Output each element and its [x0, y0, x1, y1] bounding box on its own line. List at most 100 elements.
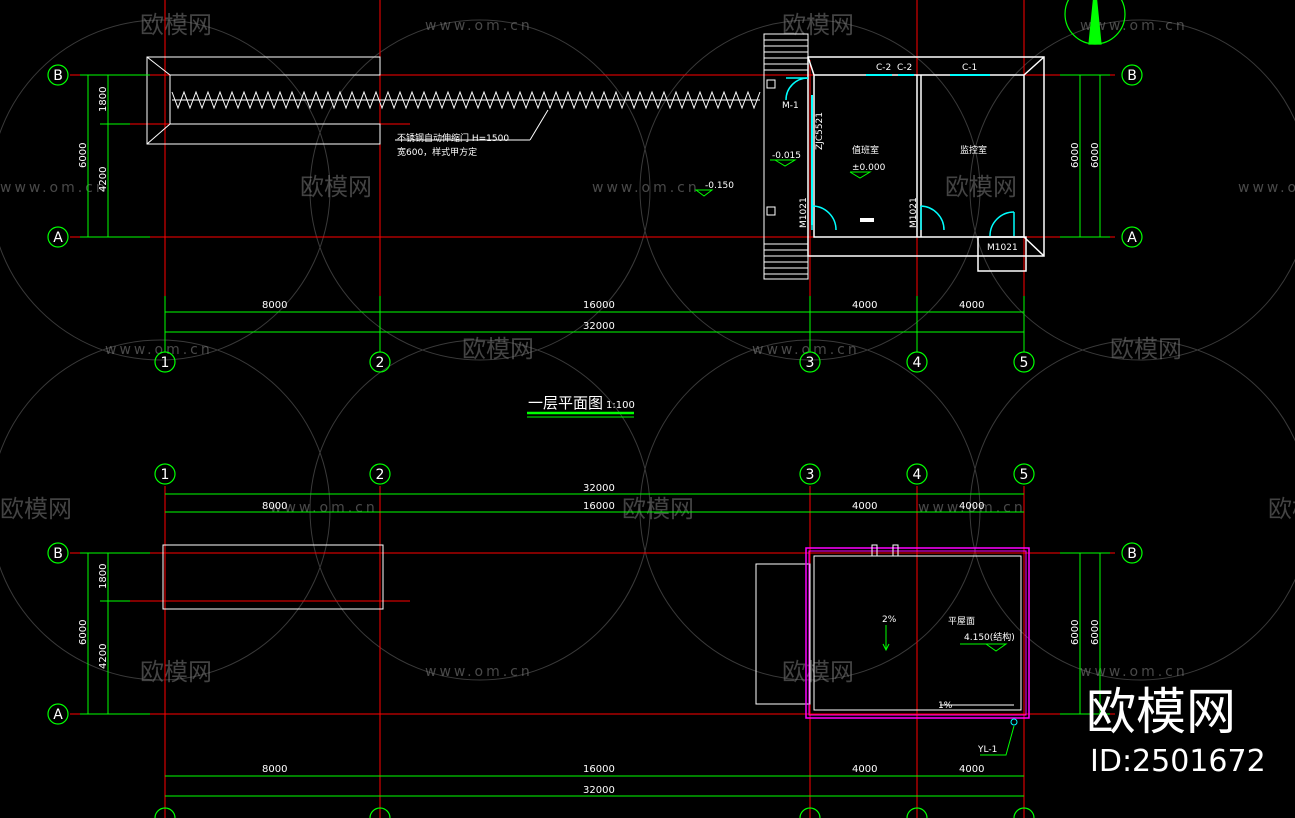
dim-bottom-total: 32000 [583, 785, 615, 796]
watermark-brand: 欧模网 [140, 658, 212, 686]
axis-label-b-right: B [1127, 546, 1137, 562]
dim-top-4: 4000 [959, 501, 984, 512]
window-c2b-label: C-2 [897, 63, 912, 73]
canopy [755, 563, 811, 705]
gate-box [162, 544, 384, 610]
dim-bottom-2: 16000 [583, 764, 615, 775]
window-c1-label: C-1 [962, 63, 977, 73]
watermark-url: www.om.cn [105, 342, 213, 358]
door-m1021-c: M1021 [987, 243, 1018, 253]
elevation-markers [695, 159, 872, 197]
watermark-url: www.om.cn [1080, 18, 1188, 34]
axis-label-5: 5 [1020, 355, 1029, 371]
slope-main: 2% [882, 615, 897, 625]
gate-note-line1: 不锈钢自动伸缩门 H=1500 [397, 132, 509, 144]
dim-bottom-3: 4000 [852, 300, 877, 311]
axis-lines [70, 0, 1115, 300]
axis-labels: 1 2 3 4 5 B A B [53, 467, 1137, 723]
watermark-brand: 欧模网 [1110, 335, 1182, 363]
watermark-brand: 欧模网 [782, 11, 854, 39]
dimension-texts: 8000 16000 4000 4000 32000 1800 4200 600… [78, 87, 1101, 332]
guard-house-walls [807, 56, 1045, 272]
watermark-url: www.om.cn [425, 664, 533, 680]
dim-left-2: 4200 [98, 167, 109, 192]
dim-top-1: 8000 [262, 501, 287, 512]
dim-bottom-4: 4000 [959, 764, 984, 775]
doors [785, 77, 1015, 237]
door-m1021-a: M1021 [799, 197, 809, 228]
watermark-layer [0, 19, 1295, 681]
watermark-brand: 欧模网 [462, 335, 534, 363]
room-labels: 值班室 ±0.000 监控室 -0.015 -0.150 M-1 ZJC5521… [705, 63, 1018, 253]
dim-right-2: 6000 [1090, 143, 1101, 168]
dim-left-1: 1800 [98, 87, 109, 112]
roof-labels: 平屋面 4.150(结构) 2% 1% YL-1 [882, 615, 1015, 755]
dim-left-total: 6000 [78, 620, 89, 645]
axis-label-b-left: B [53, 68, 63, 84]
drawing-title-text: 一层平面图 [528, 394, 603, 412]
watermark-brand: 欧模网 [1268, 495, 1295, 523]
room-monitor-label: 监控室 [960, 144, 987, 156]
axis-label-4: 4 [913, 467, 922, 483]
axis-label-3: 3 [806, 355, 815, 371]
window-side-label: ZJC5521 [815, 112, 825, 150]
watermark-url: www.om.cn [752, 342, 860, 358]
axis-lines [70, 486, 1115, 818]
watermark-texts: 欧模网 www.om.cn 欧模网 www.om.cn www.om.cn 欧模… [0, 11, 1295, 686]
axis-label-a-left: A [53, 707, 63, 723]
dim-left-2: 4200 [98, 644, 109, 669]
axis-label-5: 5 [1020, 467, 1029, 483]
dimension-texts: 32000 8000 16000 4000 4000 8000 16000 40… [78, 483, 1101, 796]
elev-road: -0.150 [705, 181, 734, 191]
dim-left-total: 6000 [78, 143, 89, 168]
axis-label-1: 1 [161, 355, 170, 371]
elev-room: ±0.000 [852, 163, 886, 173]
gate-note-line2: 宽600，样式甲方定 [397, 146, 477, 158]
drawing-title: 一层平面图 1:100 [527, 394, 635, 418]
ground-floor-plan: 不锈钢自动伸缩门 H=1500 宽600，样式甲方定 [47, 0, 1143, 373]
axis-labels: B A B A 1 2 3 4 5 [53, 68, 1137, 371]
watermark-url: www.om.cn [425, 18, 533, 34]
axis-label-a-left: A [53, 230, 63, 246]
dim-right-1: 6000 [1070, 143, 1081, 168]
slope-gutter: 1% [938, 701, 953, 711]
watermark-brand: 欧模网 [945, 173, 1017, 201]
dim-left-1: 1800 [98, 564, 109, 589]
watermark-url: www.om.cn [592, 180, 700, 196]
corner-brand-logo: 欧模网 [1086, 683, 1236, 741]
axis-label-2: 2 [376, 467, 385, 483]
dim-top-3: 4000 [852, 501, 877, 512]
dim-bottom-4: 4000 [959, 300, 984, 311]
north-arrow-icon [1064, 0, 1126, 45]
dim-bottom-3: 4000 [852, 764, 877, 775]
door-m1-label: M-1 [782, 101, 799, 111]
axis-label-1: 1 [161, 467, 170, 483]
roof-plan: 平屋面 4.150(结构) 2% 1% YL-1 32000 8000 1600… [47, 463, 1143, 818]
watermark-url: www.om.cn [0, 180, 108, 196]
watermark-brand: 欧模网 [782, 658, 854, 686]
watermark-brand: 欧模网 [140, 11, 212, 39]
axis-label-b-left: B [53, 546, 63, 562]
dim-top-total: 32000 [583, 483, 615, 494]
dim-total: 32000 [583, 321, 615, 332]
watermark-url: www.om.cn [1238, 180, 1295, 196]
dim-right-2: 6000 [1090, 620, 1101, 645]
axis-label-2: 2 [376, 355, 385, 371]
watermark-brand: 欧模网 [0, 495, 72, 523]
window-c2a-label: C-2 [876, 63, 891, 73]
axis-label-b-right: B [1127, 68, 1137, 84]
watermark-brand: 欧模网 [622, 495, 694, 523]
axis-label-3: 3 [806, 467, 815, 483]
dim-bottom-1: 8000 [262, 300, 287, 311]
elev-outside: -0.015 [772, 151, 801, 161]
axis-bubbles [47, 64, 1143, 373]
windows [811, 74, 990, 225]
retractable-gate [146, 56, 761, 145]
drawing-title-scale: 1:100 [606, 400, 635, 411]
dimension-lines [80, 493, 1110, 797]
floor-drain [860, 218, 874, 222]
dim-right-1: 6000 [1070, 620, 1081, 645]
axis-label-a-right: A [1127, 230, 1137, 246]
watermark-brand: 欧模网 [300, 173, 372, 201]
